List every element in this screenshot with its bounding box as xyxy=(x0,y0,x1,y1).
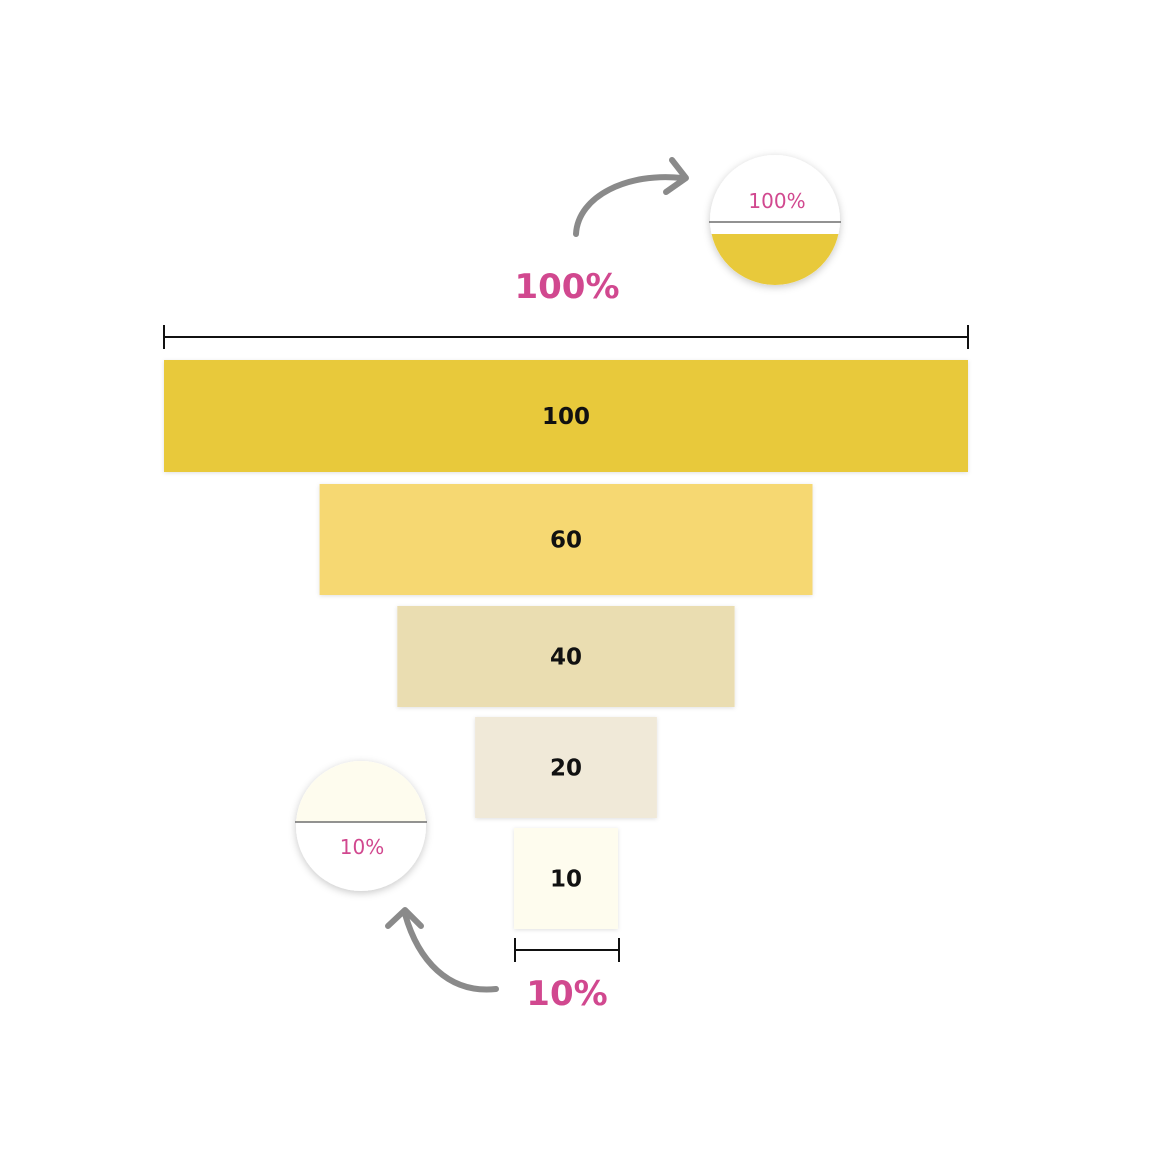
funnel-bar-4 xyxy=(475,717,657,818)
funnel-bar-label-1: 100 xyxy=(542,404,590,430)
funnel-bar-1 xyxy=(164,360,968,472)
funnel-bar-label-2: 60 xyxy=(550,528,582,554)
funnel-bar-label-3: 40 xyxy=(550,645,582,671)
funnel-bar-label-5: 10 xyxy=(550,867,582,893)
bottom-badge-fill xyxy=(296,761,426,822)
funnel-bar-5 xyxy=(514,828,618,929)
top-percentage-label: 100% xyxy=(514,267,619,307)
bottom-curved-arrow-icon xyxy=(385,907,499,993)
top-width-bracket xyxy=(163,325,969,349)
top-badge-label: 100% xyxy=(748,189,805,213)
funnel-bars: 100 60 40 20 10 xyxy=(164,360,968,929)
bottom-width-bracket xyxy=(514,938,620,962)
top-percentage-badge: 100% xyxy=(709,155,841,285)
top-badge-fill xyxy=(710,234,840,285)
top-curved-arrow-icon xyxy=(573,157,689,237)
bottom-percentage-label: 10% xyxy=(526,974,607,1014)
bottom-badge-label: 10% xyxy=(340,835,384,859)
bottom-percentage-badge: 10% xyxy=(295,761,427,891)
funnel-bar-2 xyxy=(319,484,813,595)
funnel-bar-label-4: 20 xyxy=(550,756,582,782)
funnel-bar-3 xyxy=(397,606,735,707)
